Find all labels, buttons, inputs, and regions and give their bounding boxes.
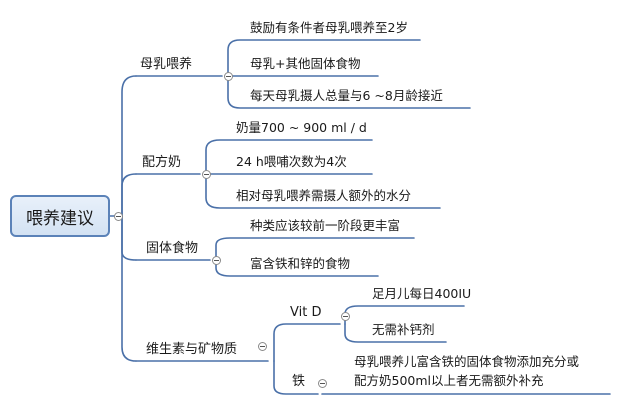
root-node-label: 喂养建议 bbox=[26, 208, 94, 229]
leaf-iron-line-2[interactable]: 配方奶500ml以上者无需额外补充 bbox=[354, 373, 544, 388]
leaf-formula-1[interactable]: 奶量700 ~ 900 ml / d bbox=[236, 120, 367, 135]
node-iron[interactable]: 铁 bbox=[292, 374, 306, 389]
node-vitamin-d-collapse-icon[interactable] bbox=[341, 312, 350, 321]
leaf-solid-food-1[interactable]: 种类应该较前一阶段更丰富 bbox=[250, 218, 401, 233]
leaf-vitamin-d-2[interactable]: 无需补钙剂 bbox=[372, 322, 435, 337]
leaf-vitamin-d-1[interactable]: 足月儿每日400IU bbox=[372, 286, 472, 301]
node-iron-collapse-icon[interactable] bbox=[318, 379, 327, 388]
branch-formula[interactable]: 配方奶 bbox=[142, 155, 182, 170]
leaf-breastfeeding-1[interactable]: 鼓励有条件者母乳喂养至2岁 bbox=[250, 20, 408, 35]
leaf-formula-2[interactable]: 24 h喂哺次数为4次 bbox=[236, 154, 347, 169]
branch-breastfeeding-collapse-icon[interactable] bbox=[224, 72, 233, 81]
leaf-iron-line-1[interactable]: 母乳喂养儿富含铁的固体食物添加充分或 bbox=[354, 354, 580, 369]
branch-vitamins-minerals[interactable]: 维生素与矿物质 bbox=[146, 342, 238, 357]
root-node[interactable]: 喂养建议 bbox=[10, 195, 110, 237]
branch-vitamins-minerals-collapse-icon[interactable] bbox=[258, 342, 267, 351]
node-vitamin-d[interactable]: Vit D bbox=[290, 305, 322, 320]
leaf-solid-food-2[interactable]: 富含铁和锌的食物 bbox=[250, 256, 351, 271]
branch-formula-collapse-icon[interactable] bbox=[202, 170, 211, 179]
branch-solid-food-collapse-icon[interactable] bbox=[212, 256, 221, 265]
branch-breastfeeding[interactable]: 母乳喂养 bbox=[140, 57, 193, 72]
leaf-breastfeeding-3[interactable]: 每天母乳摄人总量与6 ~8月龄接近 bbox=[250, 88, 443, 103]
leaf-formula-3[interactable]: 相对母乳喂养需摄人额外的水分 bbox=[236, 188, 412, 203]
branch-solid-food[interactable]: 固体食物 bbox=[146, 241, 199, 256]
leaf-breastfeeding-2[interactable]: 母乳+其他固体食物 bbox=[250, 56, 361, 71]
root-collapse-icon[interactable] bbox=[114, 212, 123, 221]
